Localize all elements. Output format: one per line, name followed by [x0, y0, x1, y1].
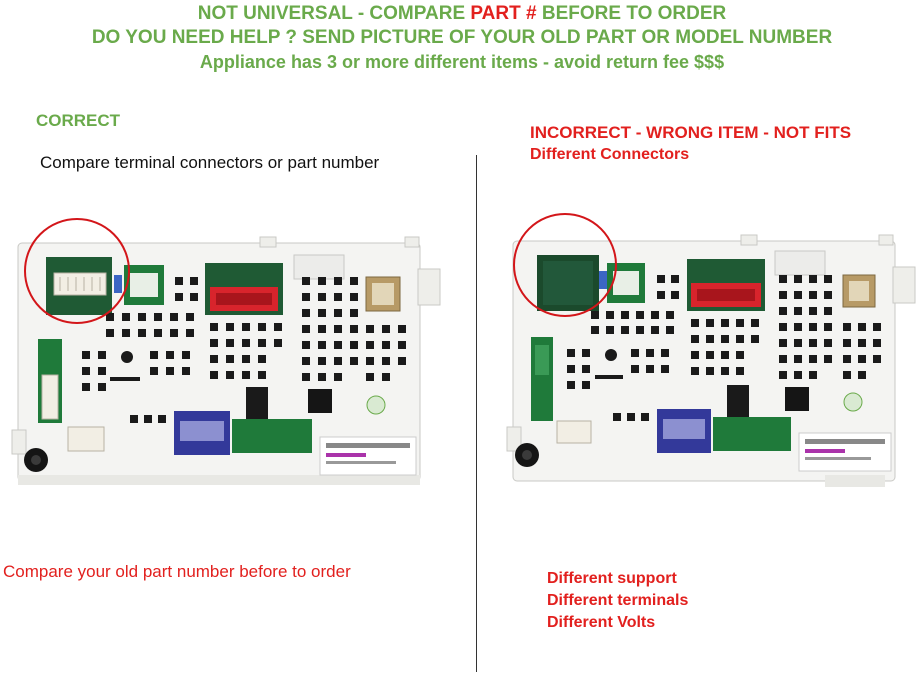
connector-green-bottom	[713, 385, 791, 451]
connector-red	[205, 263, 283, 315]
square-component	[308, 389, 332, 413]
header-line-2: DO YOU NEED HELP ? SEND PICTURE OF YOUR …	[91, 27, 833, 48]
green-certification-mark	[843, 392, 863, 412]
blue-tab	[599, 271, 607, 289]
connector-top-left-dark	[537, 255, 599, 311]
connector-green-small	[607, 263, 645, 303]
connector-bottom-white-small	[556, 420, 592, 444]
hole-grid	[82, 277, 406, 423]
relay-tan	[842, 274, 876, 308]
round-hole	[605, 349, 617, 361]
small-white-block	[293, 254, 345, 280]
correct-control-board-image	[11, 218, 441, 485]
divider-line	[476, 155, 477, 672]
connector-bottom-white-small	[67, 426, 105, 452]
incorrect-label: INCORRECT - WRONG ITEM - NOT FITS	[530, 123, 852, 142]
small-white-block	[774, 250, 826, 276]
compare-connectors-text: Compare terminal connectors or part numb…	[40, 153, 380, 172]
connector-vertical-left	[38, 339, 62, 423]
difference-volts: Different Volts	[547, 614, 656, 631]
hole-grid	[567, 275, 881, 421]
connector-red	[687, 259, 765, 311]
connector-top-left-white	[46, 257, 112, 315]
header-line-1-start: NOT UNIVERSAL - COMPARE	[197, 3, 471, 24]
header-part-number-highlight: PART #	[470, 3, 537, 24]
slot	[110, 377, 140, 381]
part-label-sticker	[319, 436, 417, 476]
knob	[24, 448, 48, 472]
round-hole	[121, 351, 133, 363]
header-line-1: NOT UNIVERSAL - COMPARE PART # BEFORE TO…	[0, 3, 924, 25]
connector-blue	[657, 409, 711, 453]
blue-tab	[114, 275, 122, 293]
green-certification-mark	[366, 395, 386, 415]
different-connectors-text: Different Connectors	[530, 146, 690, 163]
knob	[515, 443, 539, 467]
slot	[595, 375, 623, 379]
square-component	[785, 387, 809, 411]
relay-tan	[365, 276, 401, 312]
incorrect-control-board-image	[506, 213, 916, 487]
connector-green-small	[124, 265, 164, 305]
correct-label: CORRECT	[36, 111, 121, 130]
part-label-sticker	[798, 432, 892, 472]
header-line-3: Appliance has 3 or more different items …	[199, 52, 725, 72]
connector-green-bottom	[232, 387, 312, 453]
connector-vertical-left	[531, 337, 553, 421]
header-line-1-end: BEFORE TO ORDER	[536, 3, 727, 24]
compare-old-part-text: Compare your old part number before to o…	[3, 562, 351, 581]
highlight-circle-correct	[24, 218, 130, 324]
difference-terminals: Different terminals	[547, 592, 689, 609]
connector-blue	[174, 411, 230, 455]
highlight-circle-incorrect	[513, 213, 617, 317]
difference-support: Different support	[547, 570, 677, 587]
